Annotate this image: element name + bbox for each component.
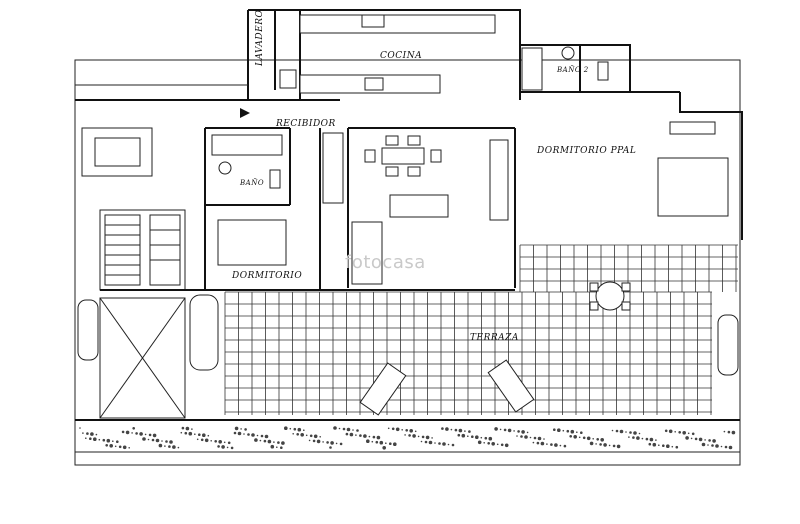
- toilet-icon: [269, 169, 281, 189]
- planter: [717, 314, 739, 376]
- basin-icon: [218, 161, 232, 175]
- garden-band: [79, 426, 736, 450]
- room-labels: LAVADERO COCINA BAÑO 2 RECIBIDOR BAÑO DO…: [231, 10, 636, 343]
- label-terraza: TERRAZA: [470, 333, 519, 343]
- planter: [189, 294, 219, 371]
- bed: [657, 157, 729, 217]
- furniture: [77, 14, 739, 416]
- planter: [77, 299, 99, 361]
- bathtub-icon: [521, 47, 543, 91]
- washer-icon: [279, 69, 297, 89]
- terrace-table: [589, 281, 631, 311]
- terrace-grid: [224, 244, 738, 415]
- sink-icon: [364, 77, 384, 91]
- sofa: [351, 221, 383, 285]
- entrance-arrow-icon: [240, 108, 250, 118]
- label-dormitorio: DORMITORIO: [231, 271, 302, 281]
- watermark: fotocasa: [345, 252, 426, 273]
- basin-icon: [561, 46, 575, 60]
- dining-table: [364, 135, 442, 177]
- sun-lounger: [487, 359, 535, 413]
- label-cocina: COCINA: [380, 51, 422, 61]
- kitchen-counter: [299, 14, 496, 34]
- label-bano: BAÑO: [239, 178, 264, 187]
- radiator: [669, 121, 716, 135]
- label-dormitorio-ppal: DORMITORIO PPAL: [536, 146, 636, 156]
- stove-icon: [361, 14, 385, 28]
- label-recibidor: RECIBIDOR: [275, 119, 336, 129]
- kitchen-island: [299, 74, 441, 94]
- sun-lounger: [359, 362, 407, 416]
- stairs: [104, 214, 181, 286]
- storage-box: [81, 127, 153, 177]
- outer-frame: [74, 59, 741, 466]
- wardrobe: [322, 132, 344, 204]
- label-bano-2: BAÑO 2: [556, 65, 589, 74]
- sofa: [389, 194, 449, 218]
- tv-unit: [489, 139, 509, 221]
- bed: [217, 219, 287, 266]
- bathtub-icon: [211, 134, 283, 156]
- toilet-icon: [597, 61, 609, 81]
- label-lavadero: LAVADERO: [255, 10, 265, 67]
